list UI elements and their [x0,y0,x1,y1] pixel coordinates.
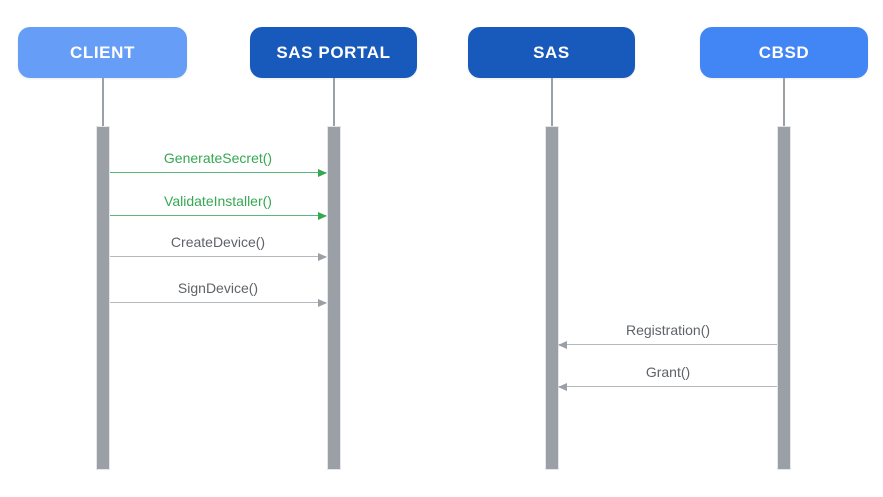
message-label: CreateDevice() [170,234,266,250]
message-label: GenerateSecret() [163,150,273,166]
message-line [110,256,326,257]
arrow-right-icon [318,252,327,261]
actor-label: CBSD [758,42,810,62]
arrow-left-icon [558,382,567,391]
message: ValidateInstaller() [110,190,327,220]
arrow-right-icon [318,168,327,177]
message-line [110,215,326,216]
message-line [110,172,326,173]
arrow-right-icon [318,298,327,307]
actor-box-sas: SAS [468,27,635,78]
actor-box-cbsd: CBSD [700,27,868,78]
actor-label: SAS PORTAL [276,42,391,62]
actor-label: SAS [533,42,570,62]
message-label: Registration() [625,322,711,338]
message: Grant() [558,361,777,391]
arrow-left-icon [558,340,567,349]
message-line [559,344,777,345]
lifeline-cbsd [783,78,785,126]
actor-label: CLIENT [70,42,135,62]
message-label: SignDevice() [177,280,259,296]
message: SignDevice() [110,277,327,307]
message: CreateDevice() [110,231,327,261]
lifeline-sas-portal [332,78,335,126]
message: Registration() [558,319,777,349]
message-line [559,386,777,387]
activation-bar-sas [544,126,559,470]
arrow-right-icon [318,211,327,220]
actor-box-client: CLIENT [18,27,187,78]
message-line [110,302,326,303]
lifeline-sas [550,78,553,126]
activation-bar-cbsd [777,126,791,470]
lifeline-client [101,78,104,126]
message: GenerateSecret() [110,147,327,177]
activation-bar-client [95,126,110,470]
activation-bar-sas-portal [326,126,341,470]
message-label: Grant() [645,364,691,380]
actor-box-sas-portal: SAS PORTAL [250,27,417,78]
message-label: ValidateInstaller() [164,193,272,209]
